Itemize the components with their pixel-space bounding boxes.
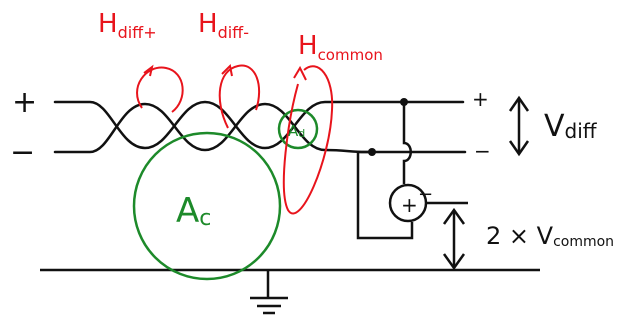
ground-icon	[250, 270, 288, 315]
left-plus-terminal: +	[12, 85, 37, 120]
v-diff-double-arrow-icon	[508, 95, 530, 157]
h-diff-minus-label: Hdiff-	[198, 9, 249, 42]
v-common-double-arrow-icon	[442, 207, 466, 271]
h-common-label: Hcommon	[298, 31, 383, 64]
right-plus-terminal: +	[472, 87, 489, 111]
wire-plus-to-source	[402, 102, 412, 184]
source-minus-sign: −	[418, 184, 433, 205]
diff-area-label: Ad	[288, 122, 305, 140]
left-minus-terminal: −	[10, 135, 35, 170]
wire-minus-to-source	[356, 150, 414, 240]
conductor-plus	[53, 100, 465, 150]
v-diff-label: Vdiff	[544, 109, 598, 144]
common-area-circle	[132, 131, 282, 281]
v-common-label: 2 × Vcommon	[486, 222, 614, 250]
diff-area-circle	[277, 108, 319, 150]
field-loop-diff-plus	[136, 64, 184, 113]
right-minus-terminal: −	[474, 139, 491, 163]
field-loop-diff-minus	[218, 63, 261, 129]
h-diff-plus-label: Hdiff+	[98, 9, 157, 42]
common-area-label: Ac	[176, 191, 211, 231]
field-loop-common	[282, 65, 334, 215]
source-plus-sign: +	[401, 193, 418, 217]
